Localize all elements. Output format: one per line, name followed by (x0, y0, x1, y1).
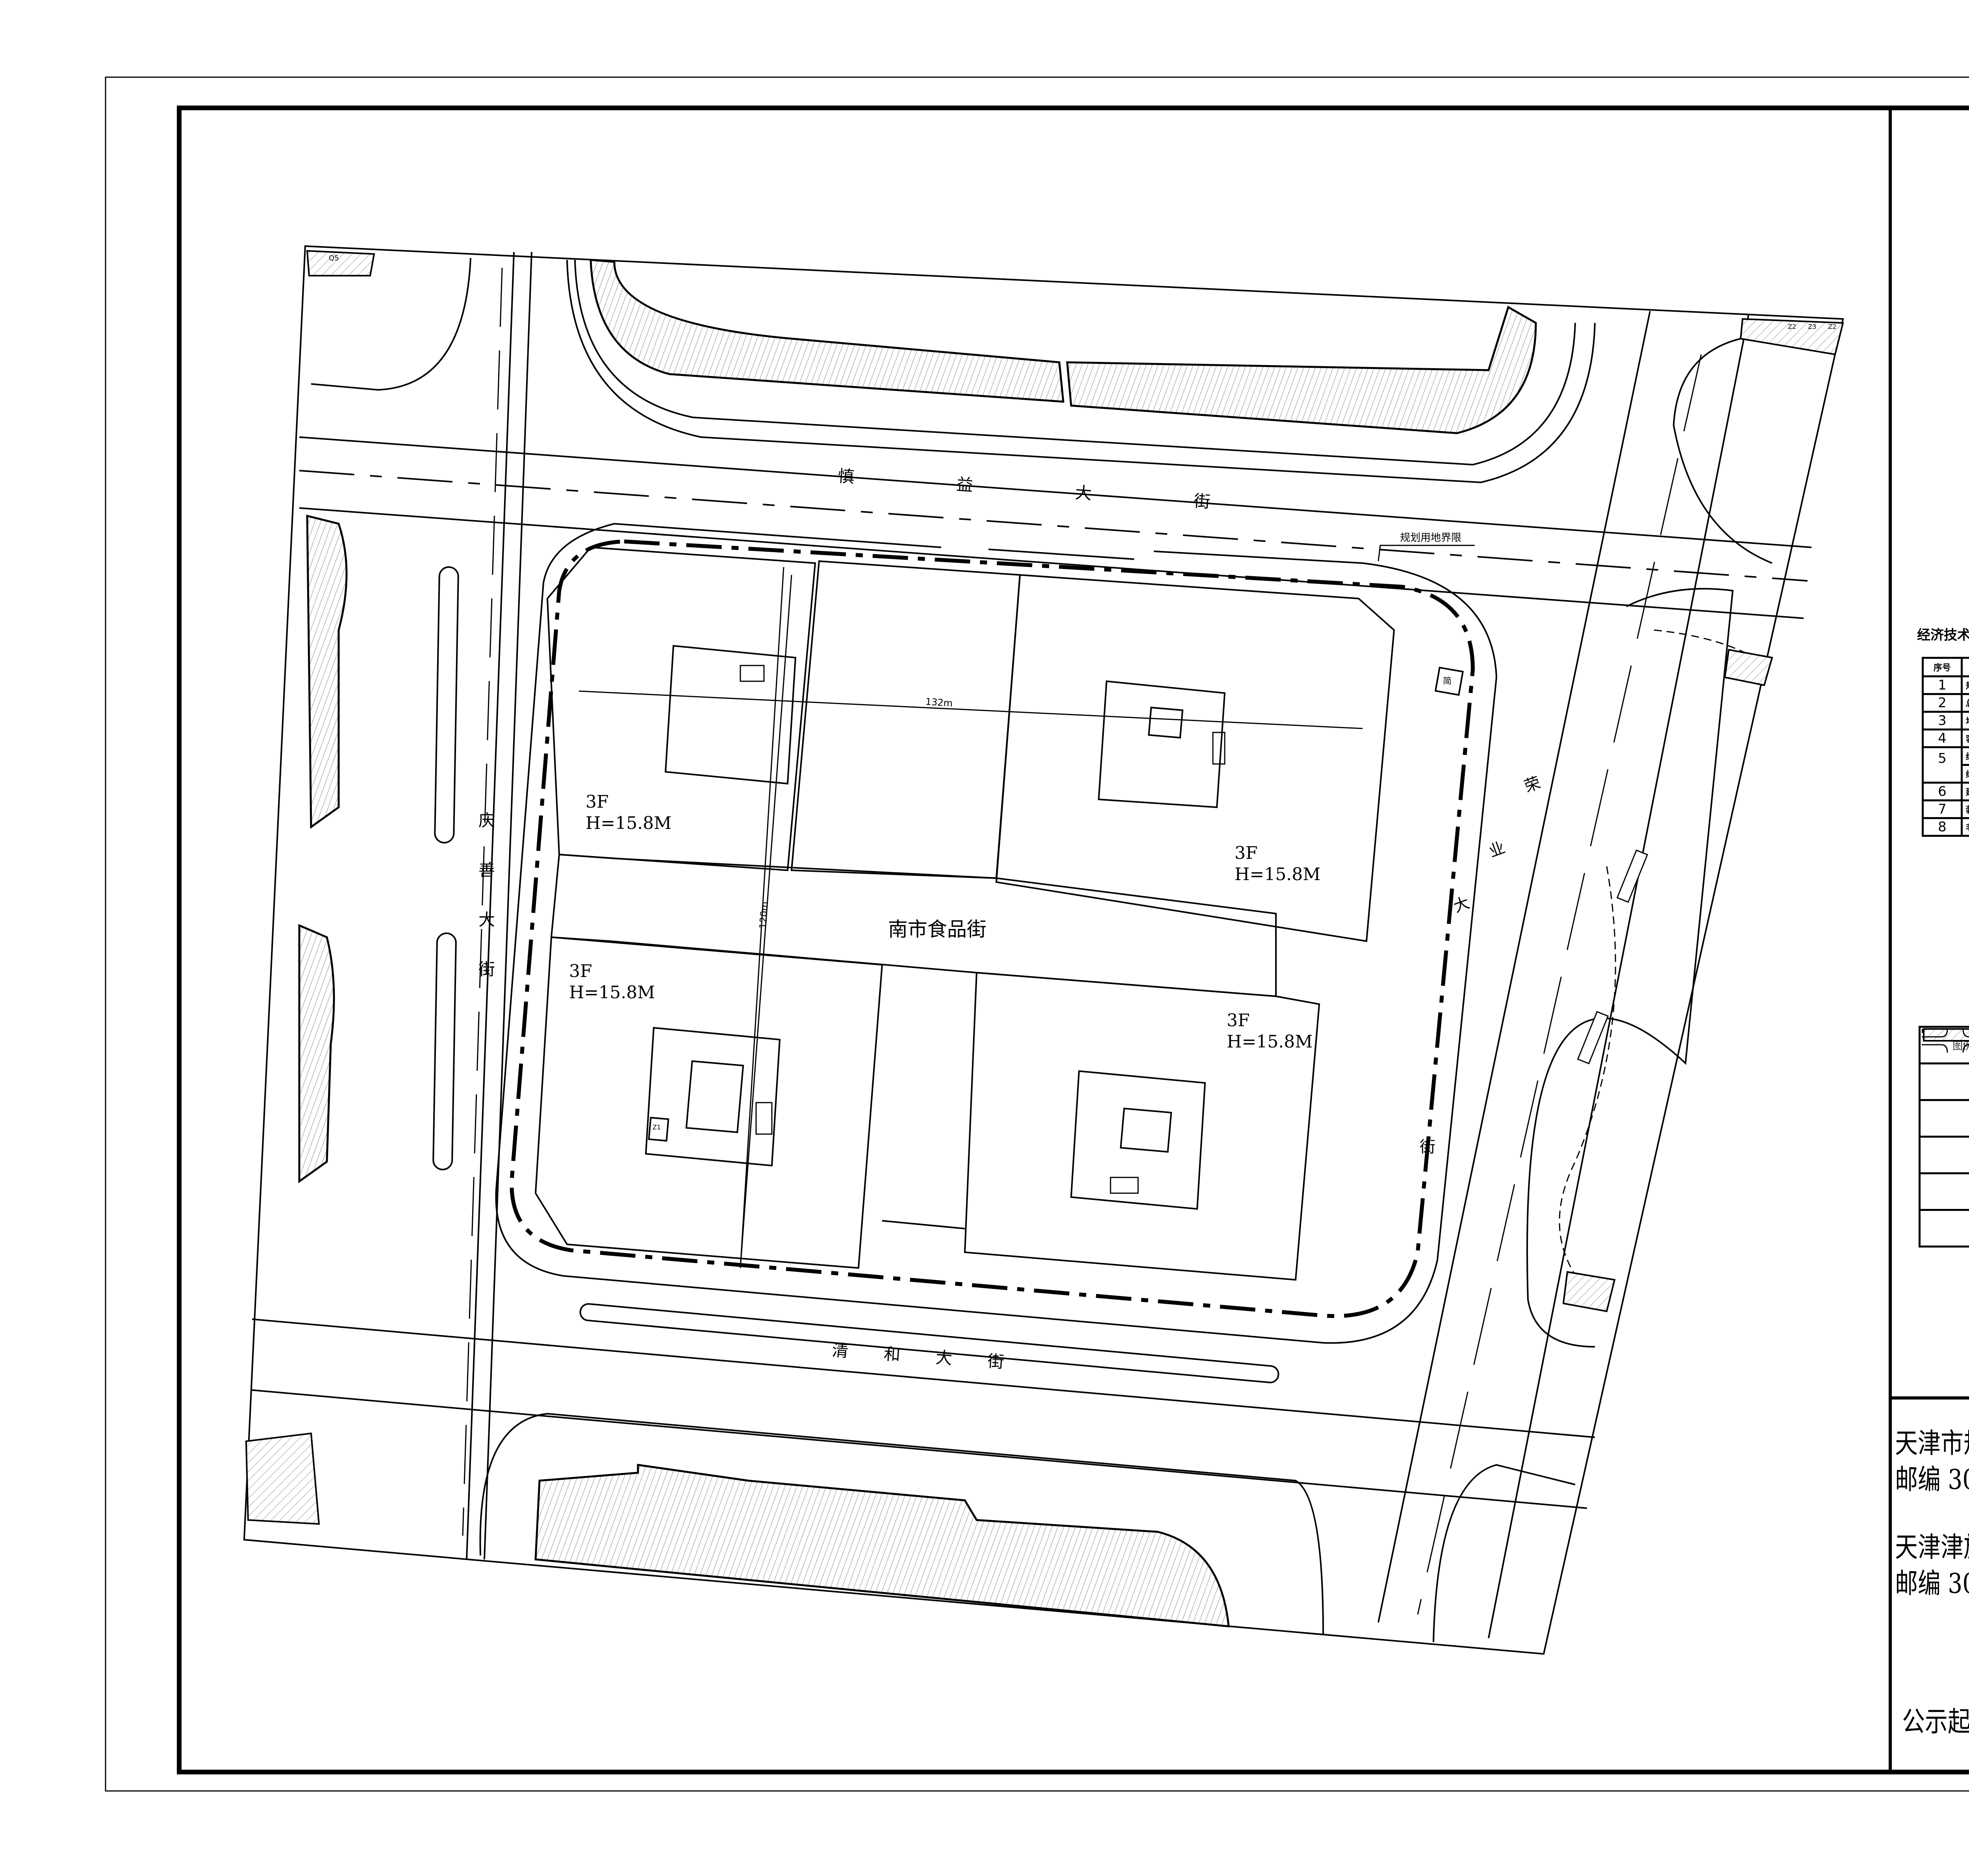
header-item: 项 目 (1960, 657, 1969, 677)
shaft-label: 简 (1443, 677, 1452, 686)
indicators-table-caption: 经济技术指标表： (1917, 627, 1969, 643)
table-row: 4 容积率 1.9 (1922, 729, 1969, 748)
dimension-132m: 132m (925, 696, 953, 709)
west-existing-building (298, 924, 335, 1183)
building-label-ne: 3F H=15.8M (1235, 843, 1321, 884)
street-label-west: 庆 善 大 街 (478, 811, 495, 979)
legend-item: 城市道路红线 (1919, 1030, 1969, 1138)
dimension-120m: 120m (757, 901, 770, 929)
north-existing-building (1066, 306, 1537, 434)
building-label-nw: 3F H=15.8M (586, 792, 672, 833)
table-row: 8 非机动车停车位 — 辆 (1922, 817, 1969, 837)
applicant-name: 天津津旅南市发展有限公司 (1895, 1531, 1969, 1563)
legend-item: 规划用地界限 (1919, 1029, 1969, 1101)
building-label-sw: 3F H=15.8M (569, 961, 655, 1003)
table-row: 7 装卸车停车位 — 辆 (1922, 799, 1969, 819)
outer-frame (105, 76, 1969, 1792)
building-footprints (534, 546, 1395, 1281)
planning-boundary-line (510, 539, 1475, 1318)
authority-name: 天津市规划和自然资源局和平分局 (1895, 1427, 1969, 1459)
legend-item: 基地内道路 (1919, 1029, 1969, 1248)
authority-postcode: 邮编 300051 (1895, 1463, 1969, 1496)
building-label-se: 3F H=15.8M (1227, 1010, 1313, 1052)
table-row: 1 规划总用地面积 19168.4 平方米 (1922, 675, 1969, 695)
indicators-table: 序号 项 目 数量 单位 1 规划总用地面积 19168.4 平方米 2 总建筑… (1922, 657, 1969, 837)
nw-building-label: Q5 (329, 254, 339, 262)
table-row: 6 建筑密度 77.72 % (1922, 782, 1969, 801)
publicity-period: 公示起止日期：2025年 12 月 12 日 - 2025年 12 月 22日 (1902, 1705, 1969, 1738)
z1-label: Z1 (653, 1123, 661, 1131)
map-area-outline (243, 245, 1844, 1655)
applicant-postcode: 邮编 301000 (1895, 1567, 1969, 1600)
ne-existing-building (1739, 318, 1844, 356)
north-existing-building (590, 259, 1064, 403)
hatched-rect-icon (1923, 1028, 1969, 1042)
inner-frame (177, 106, 1969, 1774)
table-row: 5 绿地率 — % (1922, 746, 1969, 784)
road-intersection-icon (1921, 1029, 1969, 1053)
south-existing-building (534, 1464, 1230, 1628)
central-street-label: 南市食品街 (888, 918, 986, 941)
table-row: 绿地面积 — 平方米 (1923, 764, 1969, 784)
legend-table-left: 图例 名称 规划用地界限 城市道路红线 本次申报建筑轮廓 周边现状建筑 基地内道… (1919, 1026, 1969, 1248)
legend-item: 周边现状建筑 (1919, 1028, 1969, 1211)
legend-item: 本次申报建筑轮廓 (1919, 1028, 1969, 1174)
boundary-callout-label: 规划用地界限 (1400, 532, 1462, 544)
west-existing-building (306, 514, 348, 829)
table-row: 2 总建筑面积 36329.18 平方米 (1922, 693, 1969, 713)
table-row: 3 地上建筑面积 36329.18 平方米 (1922, 711, 1969, 730)
header-no: 序号 (1922, 657, 1963, 677)
ne-building-labels: Z2 Z3 Z2 (1788, 323, 1837, 330)
